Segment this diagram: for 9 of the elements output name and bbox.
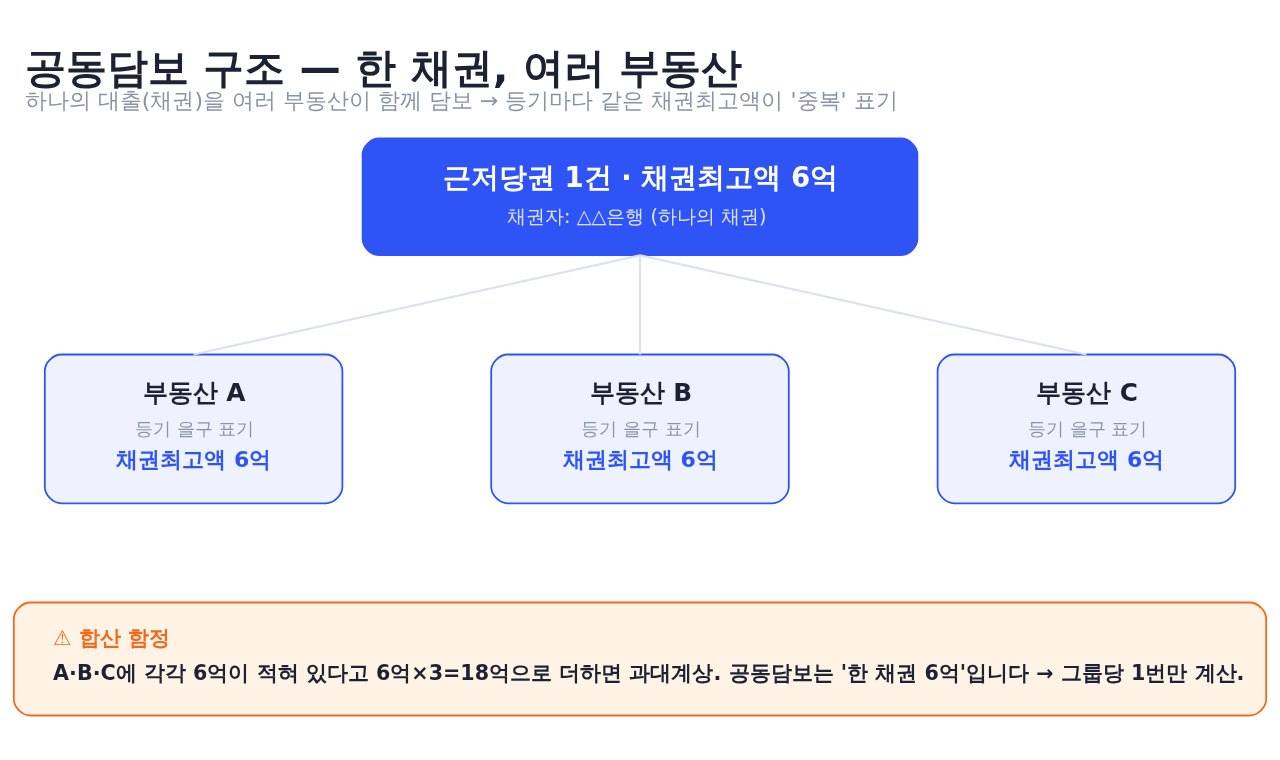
connector bbox=[639, 254, 1087, 356]
node-box: 부동산 A 등기 을구 표기 채권최고액 6억 bbox=[43, 353, 344, 505]
node-box: 부동산 B 등기 을구 표기 채권최고액 6억 bbox=[490, 353, 790, 505]
node-box: ⚠ 합산 함정 A·B·C에 각각 6억이 적혀 있다고 6억×3=18억으로 더하면 과대계상. 공동담보는 '한 채권 6억'입니다 → 그룹당 1번만 계산. bbox=[12, 601, 1268, 717]
connector bbox=[193, 254, 641, 356]
node-box: 근저당권 1건 · 채권최고액 6억 채권자: △△은행 (하나의 채권) bbox=[361, 137, 919, 256]
connector bbox=[638, 255, 642, 355]
diagram-title: 공동담보 구조 — 한 채권, 여러 부동산 bbox=[24, 43, 743, 92]
node-box: 부동산 C 등기 을구 표기 채권최고액 6억 bbox=[936, 353, 1237, 505]
